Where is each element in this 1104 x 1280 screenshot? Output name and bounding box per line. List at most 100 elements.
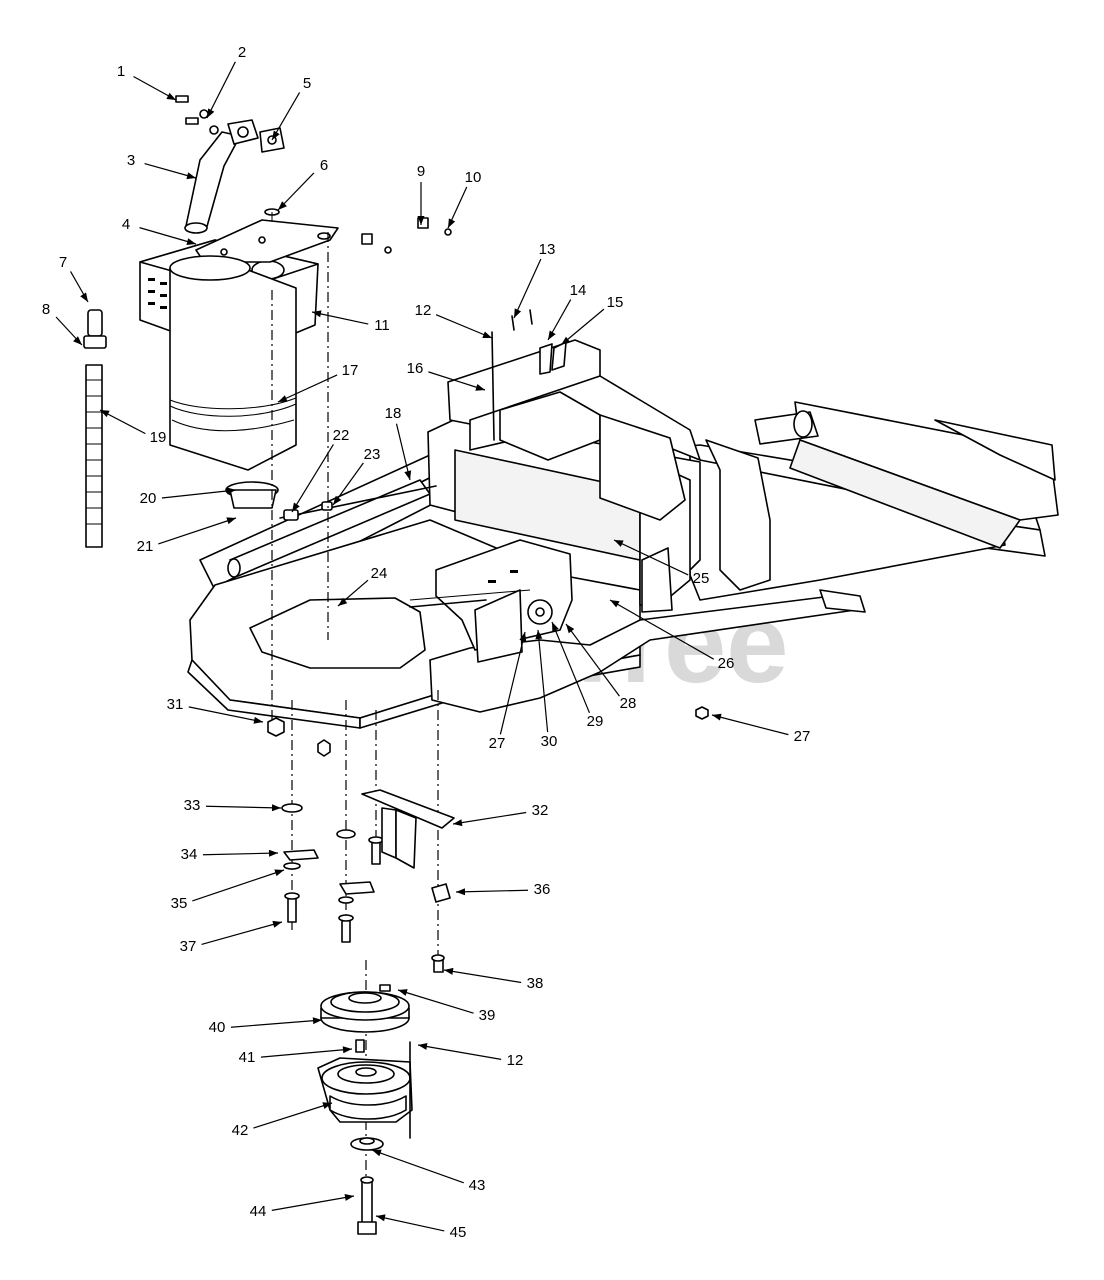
leader-line — [417, 1044, 502, 1060]
callout-number: 3 — [127, 152, 135, 169]
callout-number: 13 — [539, 241, 556, 258]
leader-arrowhead — [398, 989, 408, 996]
callout-5: 5 — [271, 75, 311, 141]
leader-arrowhead — [166, 92, 176, 100]
leader-line — [139, 227, 197, 245]
leader-line — [291, 444, 334, 513]
callout-number: 1 — [117, 63, 125, 80]
leader-arrowhead — [312, 1017, 322, 1025]
callout-38: 38 — [443, 967, 544, 992]
callout-43: 43 — [371, 1149, 486, 1194]
electric-clutch — [317, 1041, 413, 1139]
callout-number: 10 — [465, 169, 482, 186]
callout-12: 12 — [417, 1043, 523, 1069]
callout-25: 25 — [613, 539, 709, 587]
center-bracket — [409, 539, 573, 663]
leader-line — [375, 1215, 445, 1232]
callout-number: 44 — [250, 1203, 267, 1220]
callout-16: 16 — [407, 360, 486, 391]
leader-line — [271, 1195, 355, 1211]
callout-number: 8 — [42, 301, 50, 318]
callout-number: 12 — [415, 302, 432, 319]
leader-arrowhead — [453, 819, 463, 827]
leader-arrowhead — [548, 330, 556, 340]
leader-line — [206, 61, 236, 119]
leader-arrowhead — [207, 108, 215, 118]
leader-arrowhead — [226, 517, 236, 525]
callout-33: 33 — [184, 797, 282, 814]
leader-arrowhead — [344, 1194, 354, 1201]
callout-19: 19 — [99, 409, 166, 446]
leader-arrowhead — [268, 849, 278, 857]
leader-arrowhead — [292, 502, 300, 512]
leader-line — [551, 621, 591, 714]
callout-number: 26 — [718, 655, 735, 672]
leader-line — [455, 889, 529, 893]
callout-44: 44 — [250, 1194, 355, 1220]
callout-21: 21 — [137, 517, 237, 555]
leader-line — [202, 852, 279, 856]
leader-arrowhead — [342, 1046, 352, 1054]
leader-line — [565, 623, 620, 697]
callout-number: 21 — [137, 538, 154, 555]
callout-2: 2 — [206, 44, 246, 119]
leader-arrowhead — [475, 384, 485, 391]
callout-number: 9 — [417, 163, 425, 180]
callout-number: 30 — [541, 733, 558, 750]
callout-35: 35 — [171, 869, 285, 912]
callout-number: 14 — [570, 282, 587, 299]
callout-27: 27 — [711, 713, 810, 745]
callout-number: 18 — [385, 405, 402, 422]
leader-arrowhead — [278, 201, 287, 210]
leader-arrowhead — [519, 632, 527, 642]
leader-arrowhead — [417, 216, 425, 225]
leader-line — [613, 539, 689, 576]
callout-27: 27 — [489, 631, 527, 752]
leader-arrowhead — [274, 869, 284, 877]
callout-number: 38 — [527, 975, 544, 992]
callout-number: 17 — [342, 362, 359, 379]
callout-number: 5 — [303, 75, 311, 92]
callout-29: 29 — [551, 621, 604, 730]
leader-arrowhead — [312, 310, 322, 318]
callout-number: 43 — [469, 1177, 486, 1194]
callout-number: 29 — [587, 713, 604, 730]
callout-number: 31 — [167, 696, 184, 713]
callout-number: 42 — [232, 1122, 249, 1139]
leader-line — [260, 1048, 353, 1058]
callout-23: 23 — [332, 446, 380, 506]
dipstick-tube — [83, 309, 107, 548]
leader-arrowhead — [100, 410, 110, 418]
leader-arrowhead — [448, 218, 456, 228]
callout-9: 9 — [417, 163, 425, 225]
callout-14: 14 — [547, 282, 587, 341]
callout-37: 37 — [180, 920, 283, 955]
leader-arrowhead — [333, 495, 342, 505]
callout-40: 40 — [209, 1017, 323, 1036]
callout-30: 30 — [535, 629, 558, 750]
leader-line — [435, 314, 493, 339]
leader-arrowhead — [418, 1043, 428, 1050]
leader-line — [230, 1019, 323, 1028]
callout-32: 32 — [452, 802, 549, 827]
callout-1: 1 — [117, 63, 177, 101]
leader-line — [452, 811, 527, 825]
callout-34: 34 — [181, 846, 279, 863]
callout-7: 7 — [59, 254, 89, 303]
callout-41: 41 — [239, 1046, 353, 1066]
callout-number: 15 — [607, 294, 624, 311]
leader-arrowhead — [372, 1149, 382, 1157]
callout-11: 11 — [311, 310, 390, 334]
leader-line — [161, 489, 237, 499]
callout-number: 32 — [532, 802, 549, 819]
leader-arrowhead — [80, 292, 88, 302]
leader-line — [513, 258, 542, 319]
leader-arrowhead — [456, 888, 466, 896]
callout-24: 24 — [337, 565, 387, 607]
leader-line — [253, 1102, 333, 1129]
leader-arrowhead — [712, 713, 722, 721]
callout-number: 6 — [320, 157, 328, 174]
leader-arrowhead — [566, 624, 575, 634]
leader-arrowhead — [278, 395, 288, 402]
